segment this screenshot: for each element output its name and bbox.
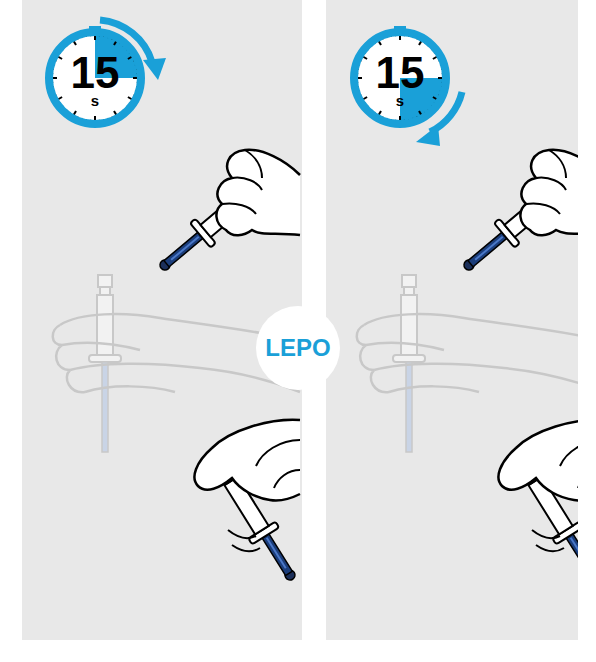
seconds-unit: s <box>396 93 404 109</box>
seconds-number: 15 <box>376 53 425 93</box>
stopwatch-dial: 15s <box>348 26 452 130</box>
stopwatch-dial: 15s <box>43 26 147 130</box>
text-holder: 15s <box>43 26 147 130</box>
seconds-unit: s <box>91 93 99 109</box>
text-holder: LEPO <box>256 306 340 390</box>
text-holder: 15s <box>348 26 452 130</box>
center-label: LEPO <box>265 334 330 362</box>
label-circle: LEPO <box>256 306 340 390</box>
seconds-number: 15 <box>71 53 120 93</box>
